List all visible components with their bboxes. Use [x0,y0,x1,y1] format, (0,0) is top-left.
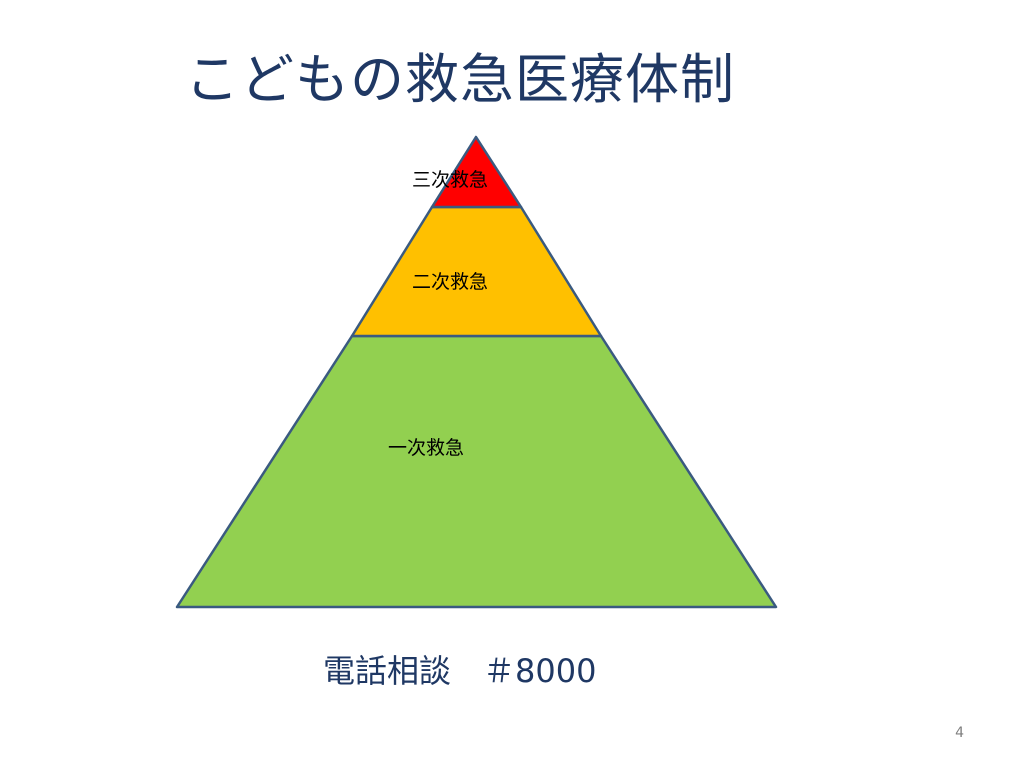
phone-consultation-note: 電話相談 ＃8000 [323,652,597,690]
slide-title: こどもの救急医療体制 [185,48,735,111]
tier-tertiary-label: 三次救急 [412,169,488,191]
tier-primary-label: 一次救急 [388,437,464,459]
page-number: 4 [955,725,964,741]
tier-primary [175,334,778,609]
tier-tertiary [430,135,523,209]
tier-secondary-label: 二次救急 [412,271,488,293]
